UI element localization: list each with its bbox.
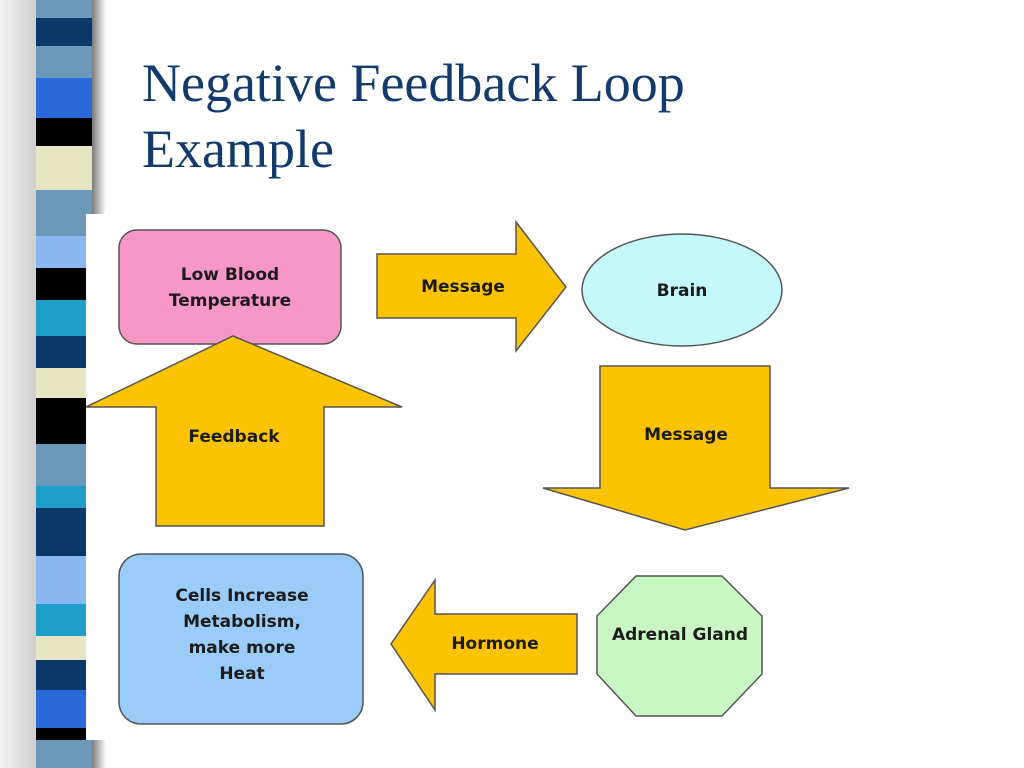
arrow-hormone-left-label: Hormone	[451, 634, 538, 654]
node-adrenal-gland	[596, 575, 763, 717]
node-brain	[581, 233, 783, 347]
stripe-segment	[36, 660, 92, 690]
node-cells-label-2: Metabolism,	[183, 612, 301, 632]
arrow-message-right	[376, 219, 567, 354]
slide-title: Negative Feedback Loop Example	[142, 50, 982, 182]
stripe-segment	[36, 556, 92, 604]
arrow-message-down-label: Message	[644, 425, 728, 445]
stripe-segment	[36, 146, 92, 190]
stripe-segment	[36, 0, 92, 18]
node-low-blood-temperature	[118, 229, 342, 345]
stripe-segment	[36, 728, 92, 740]
stripe-segment	[36, 18, 92, 46]
slide-title-line-2: Example	[142, 119, 334, 179]
node-brain-label: Brain	[657, 281, 708, 301]
diagram-panel: Low Blood Temperature Message Brain Feed…	[86, 214, 856, 740]
stripe-segment	[36, 46, 92, 78]
feedback-loop-diagram: Low Blood Temperature Message Brain Feed…	[86, 219, 850, 725]
stripe-segment	[36, 190, 92, 236]
stripe-segment	[36, 78, 92, 118]
stripe-segment	[36, 486, 92, 508]
arrow-feedback-up	[86, 335, 403, 527]
stripe-segment	[36, 636, 92, 660]
node-adrenal-gland-label: Adrenal Gland	[612, 625, 748, 645]
node-low-blood-temperature-label-1: Low Blood	[181, 265, 279, 285]
node-cells-label-1: Cells Increase	[175, 586, 308, 606]
node-cells-label-4: Heat	[219, 664, 264, 684]
node-low-blood-temperature-label-2: Temperature	[169, 291, 291, 311]
stripe-segment	[36, 268, 92, 300]
stripe-segment	[36, 236, 92, 268]
decorative-stripe-bar	[36, 0, 92, 768]
node-cells-increase-metabolism	[118, 553, 364, 725]
stripe-segment	[36, 444, 92, 486]
stripe-segment	[36, 508, 92, 556]
stripe-segment	[36, 398, 92, 444]
stripe-segment	[36, 118, 92, 146]
stripe-segment	[36, 300, 92, 336]
node-cells-label-3: make more	[189, 638, 296, 658]
stripe-segment	[36, 740, 92, 768]
left-shadow	[0, 0, 36, 768]
slide-title-line-1: Negative Feedback Loop	[142, 53, 685, 113]
stripe-segment	[36, 336, 92, 368]
arrow-hormone-left	[390, 577, 578, 713]
stripe-segment	[36, 690, 92, 728]
arrow-message-down	[542, 365, 850, 531]
stripe-segment	[36, 368, 92, 398]
stripe-segment	[36, 604, 92, 636]
arrow-feedback-up-label: Feedback	[188, 427, 280, 447]
arrow-message-right-label: Message	[421, 277, 505, 297]
